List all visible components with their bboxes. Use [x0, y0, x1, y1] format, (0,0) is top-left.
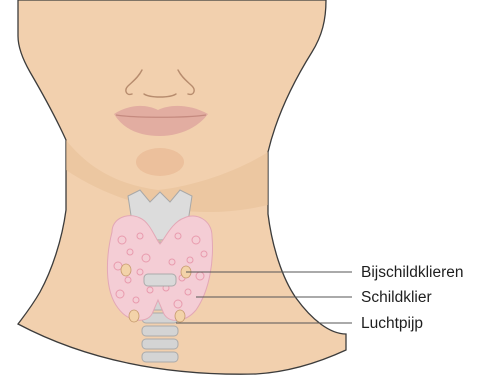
label-trachea: Luchtpijp: [361, 315, 423, 332]
parathyroid-upper-left: [121, 264, 131, 276]
parathyroid-lower-left: [129, 310, 139, 322]
parathyroid-lower-right: [175, 310, 185, 322]
label-thyroid: Schildklier: [361, 289, 432, 306]
label-parathyroid: Bijschildklieren: [361, 264, 464, 281]
chin: [136, 148, 184, 176]
